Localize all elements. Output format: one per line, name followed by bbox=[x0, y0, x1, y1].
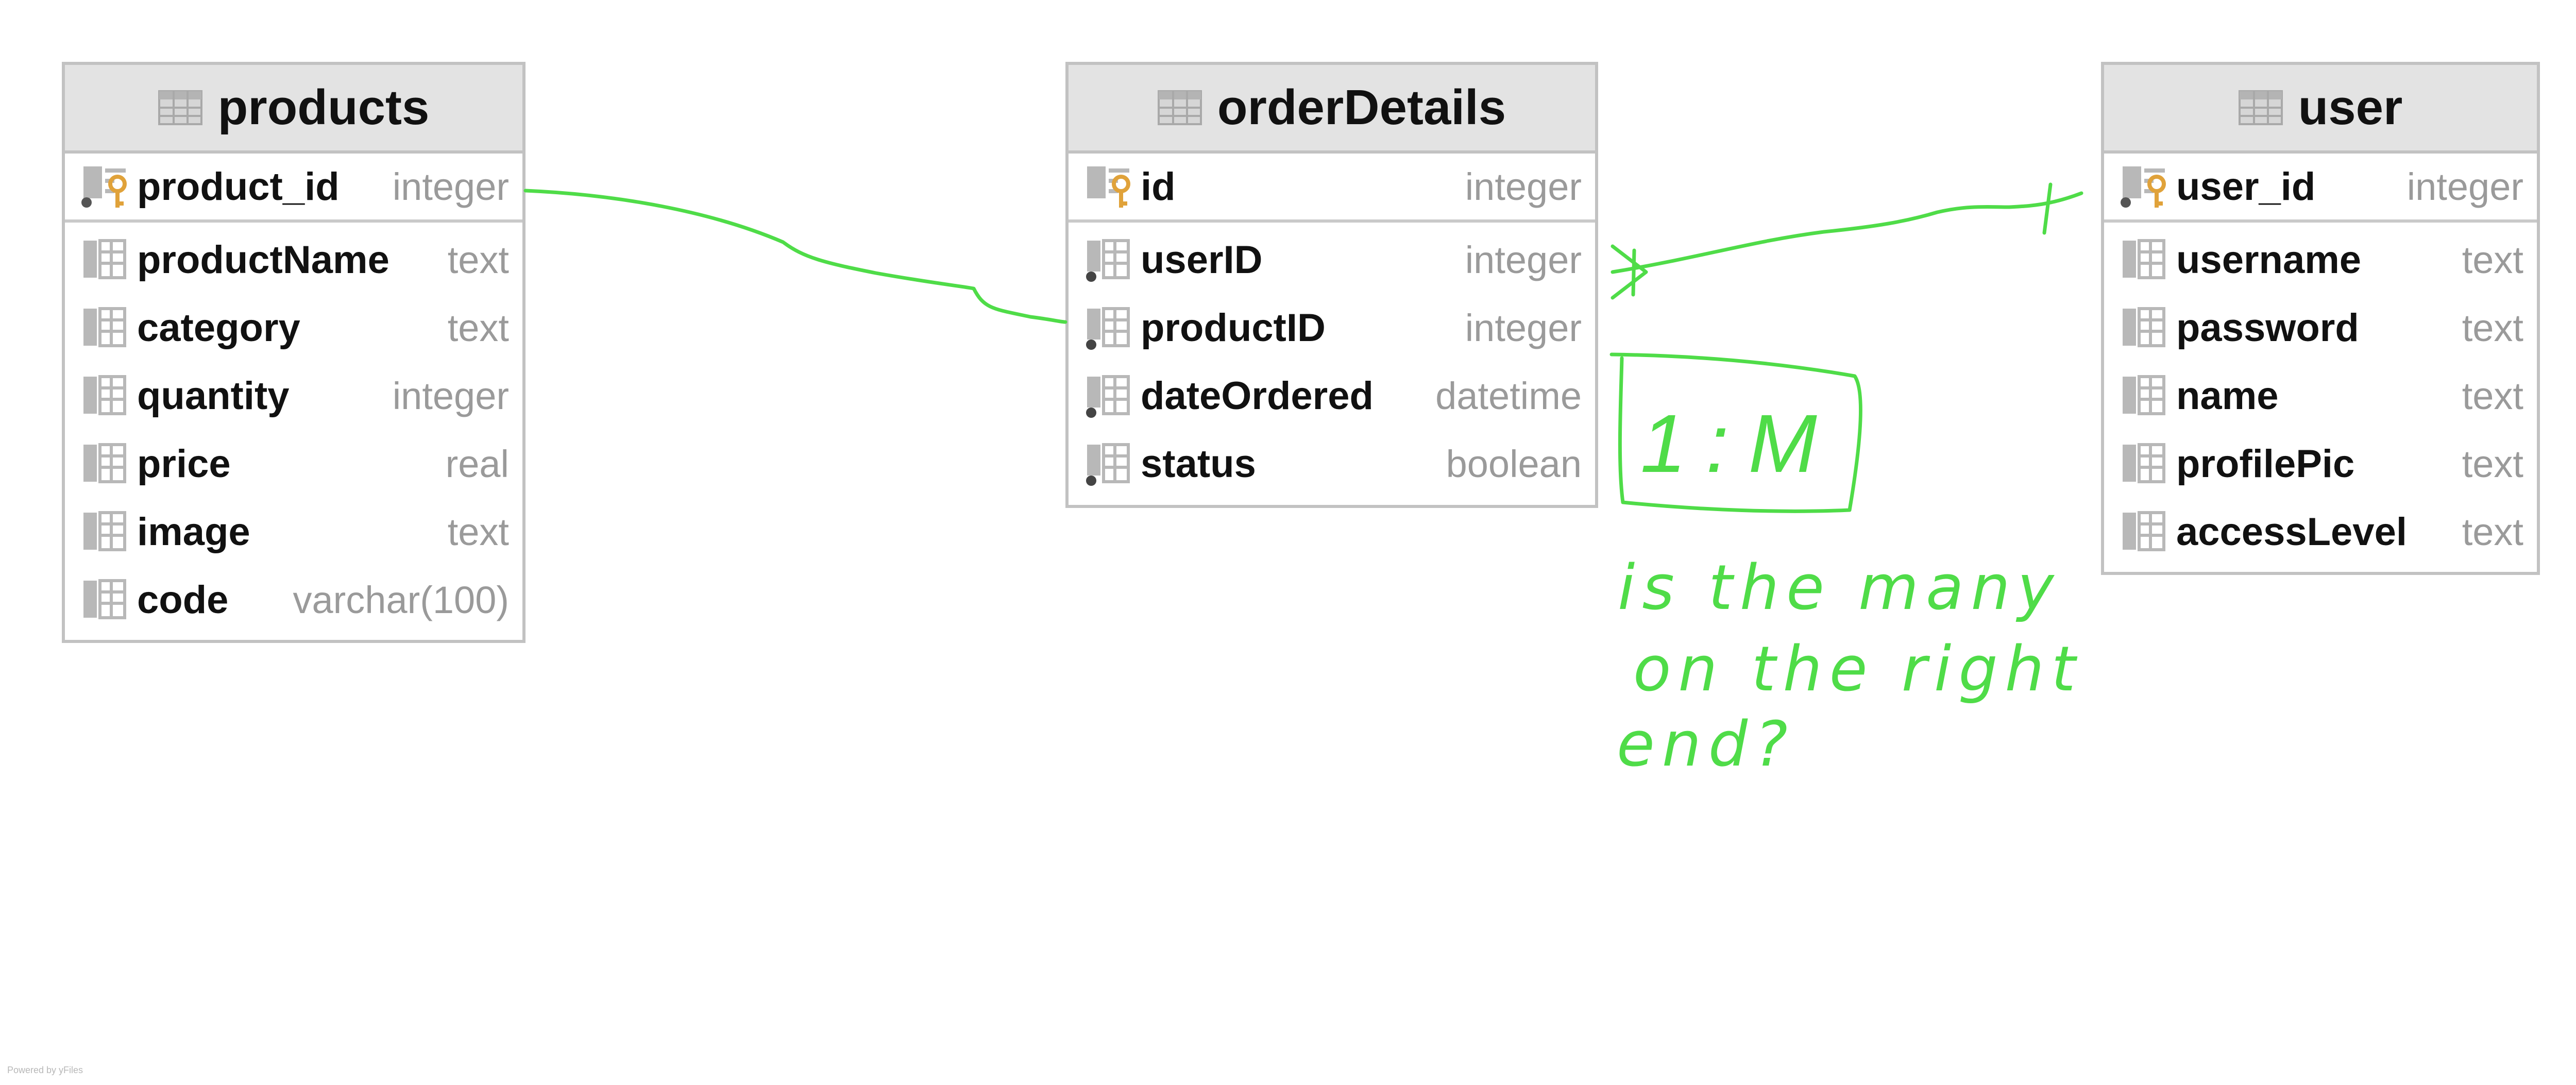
column-row-userid[interactable]: userID integer bbox=[1069, 226, 1595, 294]
column-name: status bbox=[1141, 442, 1256, 486]
relationship-line-products-orderdetails bbox=[523, 189, 1067, 324]
table-user[interactable]: user user_id integer bbox=[2101, 62, 2540, 575]
primary-key-icon bbox=[81, 166, 127, 208]
column-icon bbox=[83, 511, 126, 551]
column-name: accessLevel bbox=[2176, 510, 2407, 554]
column-row-productid[interactable]: productID integer bbox=[1069, 294, 1595, 362]
handwritten-note-line: on the right bbox=[1633, 634, 2083, 705]
column-row-accesslevel[interactable]: accessLevel text bbox=[2104, 498, 2537, 566]
table-header: products bbox=[65, 65, 522, 154]
column-type: integer bbox=[1465, 306, 1582, 349]
column-icon bbox=[2123, 307, 2165, 347]
column-row-code[interactable]: code varchar(100) bbox=[65, 566, 522, 634]
column-name: product_id bbox=[137, 164, 340, 209]
column-row-price[interactable]: price real bbox=[65, 430, 522, 498]
column-icon bbox=[2123, 375, 2165, 415]
table-orderdetails[interactable]: orderDetails id integer bbox=[1065, 62, 1598, 508]
column-name: profilePic bbox=[2176, 442, 2355, 486]
column-icon bbox=[2123, 443, 2165, 483]
column-type: text bbox=[447, 238, 509, 281]
column-row-status[interactable]: status boolean bbox=[1069, 430, 1595, 498]
table-header: user bbox=[2104, 65, 2537, 154]
watermark: Powered by yFiles bbox=[7, 1065, 83, 1075]
table-icon bbox=[158, 90, 202, 125]
column-type: text bbox=[2462, 306, 2523, 349]
foreign-key-column-icon bbox=[1086, 443, 1130, 486]
column-type: text bbox=[447, 306, 509, 349]
column-row-category[interactable]: category text bbox=[65, 294, 522, 362]
column-icon bbox=[83, 307, 126, 347]
column-name: user_id bbox=[2176, 164, 2316, 209]
foreign-key-column-icon bbox=[1086, 307, 1130, 350]
column-name: password bbox=[2176, 306, 2359, 350]
column-type: integer bbox=[392, 165, 509, 208]
ratio-annotation-text: 1:M bbox=[1640, 397, 1837, 489]
column-name: image bbox=[137, 510, 250, 554]
column-type: datetime bbox=[1435, 374, 1582, 417]
column-type: boolean bbox=[1446, 442, 1582, 485]
column-name: price bbox=[137, 442, 231, 486]
foreign-key-column-icon bbox=[1086, 239, 1130, 282]
column-name: code bbox=[137, 578, 229, 622]
column-icon bbox=[83, 579, 126, 619]
column-type: text bbox=[2462, 510, 2523, 553]
column-icon bbox=[83, 239, 126, 279]
column-type: text bbox=[2462, 238, 2523, 281]
column-icon bbox=[2123, 239, 2165, 279]
column-row-profilepic[interactable]: profilePic text bbox=[2104, 430, 2537, 498]
column-name: username bbox=[2176, 238, 2362, 282]
column-name: dateOrdered bbox=[1141, 374, 1374, 418]
column-type: text bbox=[2462, 442, 2523, 485]
column-icon bbox=[83, 375, 126, 415]
column-name: productName bbox=[137, 238, 389, 282]
foreign-key-column-icon bbox=[1086, 375, 1130, 418]
column-name: quantity bbox=[137, 374, 290, 418]
column-type: real bbox=[445, 442, 509, 485]
column-type: integer bbox=[392, 374, 509, 417]
column-row-productname[interactable]: productName text bbox=[65, 226, 522, 294]
column-row-product-id[interactable]: product_id integer bbox=[65, 154, 522, 223]
column-type: text bbox=[2462, 374, 2523, 417]
column-row-user-id[interactable]: user_id integer bbox=[2104, 154, 2537, 223]
column-name: category bbox=[137, 306, 300, 350]
ratio-annotation-box bbox=[1609, 352, 1862, 513]
column-row-name[interactable]: name text bbox=[2104, 362, 2537, 430]
table-icon bbox=[2238, 90, 2283, 125]
column-name: userID bbox=[1141, 238, 1263, 282]
column-icon bbox=[2123, 511, 2165, 551]
column-type: integer bbox=[1465, 165, 1582, 208]
column-type: integer bbox=[1465, 238, 1582, 281]
primary-key-icon bbox=[1087, 166, 1130, 208]
primary-key-icon bbox=[2121, 166, 2166, 208]
column-name: productID bbox=[1141, 306, 1326, 350]
table-icon bbox=[1157, 90, 1202, 125]
column-name: id bbox=[1141, 164, 1176, 209]
table-header: orderDetails bbox=[1069, 65, 1595, 154]
table-title: user bbox=[2298, 80, 2403, 135]
many-marker bbox=[1611, 244, 1648, 300]
column-icon bbox=[83, 443, 126, 483]
column-row-image[interactable]: image text bbox=[65, 498, 522, 566]
column-row-password[interactable]: password text bbox=[2104, 294, 2537, 362]
column-type: varchar(100) bbox=[293, 578, 509, 621]
handwritten-note-line: is the many bbox=[1618, 552, 2061, 624]
column-row-quantity[interactable]: quantity integer bbox=[65, 362, 522, 430]
handwritten-note-line: end? bbox=[1617, 709, 1795, 781]
column-name: name bbox=[2176, 374, 2279, 418]
column-row-id[interactable]: id integer bbox=[1069, 154, 1595, 223]
column-row-dateordered[interactable]: dateOrdered datetime bbox=[1069, 362, 1595, 430]
table-products[interactable]: products product_id integer bbox=[62, 62, 526, 643]
column-type: text bbox=[447, 510, 509, 553]
relationship-line-user-orderdetails bbox=[1611, 191, 2083, 274]
column-type: integer bbox=[2406, 165, 2523, 208]
one-marker bbox=[2042, 182, 2053, 235]
table-title: orderDetails bbox=[1217, 80, 1506, 135]
table-title: products bbox=[217, 80, 430, 135]
column-row-username[interactable]: username text bbox=[2104, 226, 2537, 294]
